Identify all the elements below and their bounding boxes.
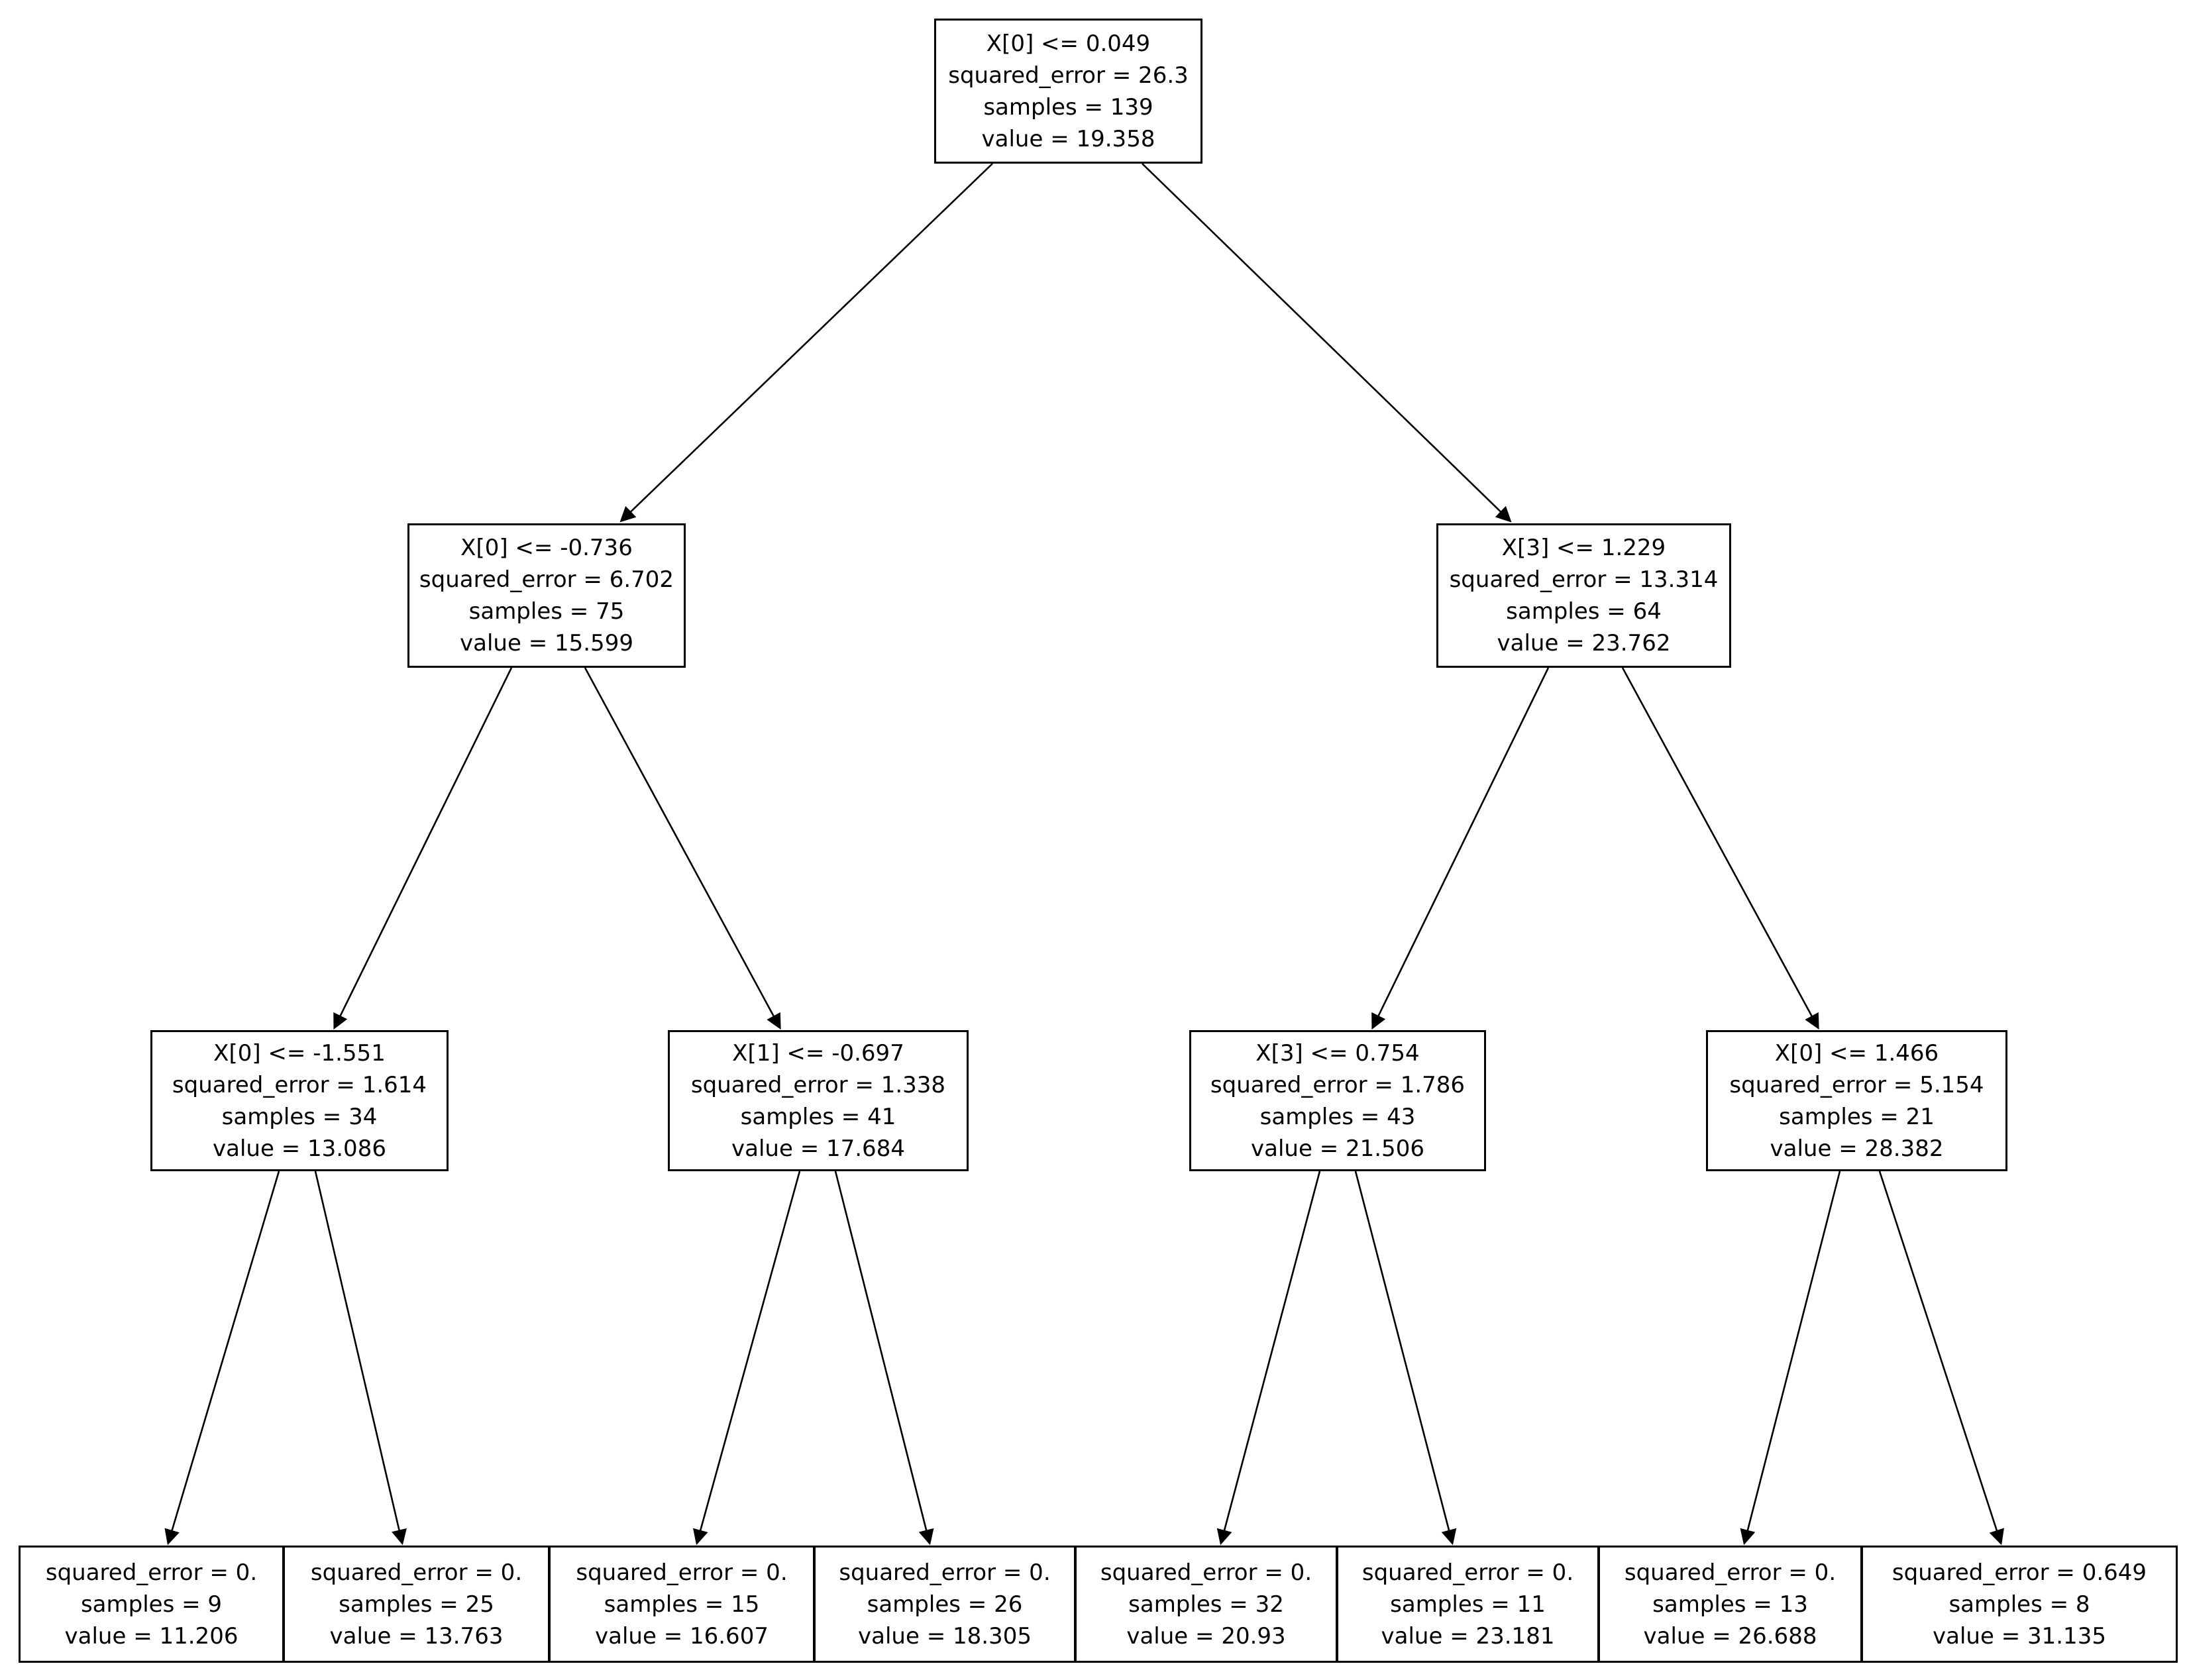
node-value: value = 13.763: [329, 1622, 504, 1650]
node-squared-error: squared_error = 0.: [1361, 1559, 1574, 1586]
node-condition: X[3] <= 1.229: [1501, 535, 1666, 561]
node-value: value = 18.305: [858, 1622, 1032, 1650]
node-squared-error: squared_error = 5.154: [1729, 1071, 1984, 1098]
node-squared-error: squared_error = 0.: [1100, 1559, 1312, 1586]
node-samples: samples = 64: [1506, 598, 1662, 625]
node-value: value = 11.206: [64, 1622, 239, 1650]
node-squared-error: squared_error = 26.3: [948, 62, 1189, 89]
tree-leaf-1: squared_error = 0. samples = 9 value = 1…: [19, 1546, 284, 1663]
node-samples: samples = 15: [604, 1591, 760, 1618]
node-value: value = 23.181: [1381, 1622, 1555, 1650]
node-samples: samples = 26: [867, 1591, 1023, 1618]
edge-d2n2-left: [693, 1171, 801, 1546]
tree-leaf-7: squared_error = 0. samples = 13 value = …: [1598, 1546, 1862, 1663]
node-value: value = 20.93: [1126, 1622, 1286, 1650]
node-condition: X[0] <= 0.049: [986, 30, 1151, 57]
edge-d2n2-right: [834, 1171, 934, 1546]
node-samples: samples = 25: [339, 1591, 494, 1618]
tree-node-depth2-2: X[1] <= -0.697 squared_error = 1.338 sam…: [668, 1030, 969, 1171]
node-value: value = 15.599: [460, 630, 633, 656]
node-condition: X[3] <= 0.754: [1255, 1039, 1420, 1067]
node-squared-error: squared_error = 0.: [839, 1559, 1051, 1586]
node-samples: samples = 9: [80, 1591, 223, 1618]
tree-node-depth2-3: X[3] <= 0.754 squared_error = 1.786 samp…: [1189, 1030, 1486, 1171]
node-samples: samples = 34: [221, 1103, 378, 1130]
node-condition: X[0] <= -1.551: [213, 1039, 386, 1067]
node-squared-error: squared_error = 1.614: [172, 1071, 427, 1098]
node-samples: samples = 41: [740, 1103, 896, 1130]
edge-d2n3-right: [1354, 1171, 1457, 1546]
node-samples: samples = 43: [1259, 1103, 1416, 1130]
node-value: value = 31.135: [1933, 1622, 2106, 1650]
node-squared-error: squared_error = 0.: [576, 1559, 788, 1586]
edge-d2n3-left: [1216, 1171, 1321, 1546]
node-samples: samples = 139: [983, 93, 1153, 121]
node-value: value = 17.684: [731, 1135, 905, 1162]
edge-d1r-left: [1371, 667, 1550, 1030]
node-samples: samples = 11: [1390, 1591, 1546, 1618]
node-squared-error: squared_error = 0.: [1624, 1559, 1837, 1586]
edge-d2n1-left: [164, 1171, 280, 1546]
tree-leaf-8: squared_error = 0.649 samples = 8 value …: [1861, 1546, 2178, 1663]
node-squared-error: squared_error = 0.: [310, 1559, 523, 1586]
tree-node-root: X[0] <= 0.049 squared_error = 26.3 sampl…: [934, 19, 1202, 164]
node-samples: samples = 21: [1779, 1103, 1935, 1130]
node-value: value = 26.688: [1643, 1622, 1817, 1650]
node-samples: samples = 75: [468, 598, 625, 625]
node-value: value = 21.506: [1251, 1135, 1424, 1162]
node-squared-error: squared_error = 13.314: [1449, 566, 1719, 593]
node-value: value = 19.358: [981, 125, 1155, 152]
node-condition: X[0] <= 1.466: [1774, 1039, 1939, 1067]
tree-leaf-2: squared_error = 0. samples = 25 value = …: [283, 1546, 550, 1663]
node-value: value = 28.382: [1770, 1135, 1944, 1162]
node-squared-error: squared_error = 1.786: [1210, 1071, 1466, 1098]
edge-root-right: [1142, 163, 1512, 523]
node-squared-error: squared_error = 0.: [45, 1559, 258, 1586]
node-condition: X[1] <= -0.697: [732, 1039, 904, 1067]
tree-node-depth2-1: X[0] <= -1.551 squared_error = 1.614 sam…: [150, 1030, 449, 1171]
edge-d1r-right: [1621, 667, 1819, 1030]
node-value: value = 23.762: [1497, 630, 1671, 656]
node-condition: X[0] <= -0.736: [460, 535, 633, 561]
node-squared-error: squared_error = 0.649: [1892, 1559, 2147, 1586]
node-squared-error: squared_error = 1.338: [690, 1071, 946, 1098]
node-value: value = 13.086: [213, 1135, 386, 1162]
tree-leaf-6: squared_error = 0. samples = 11 value = …: [1336, 1546, 1599, 1663]
tree-node-depth2-4: X[0] <= 1.466 squared_error = 5.154 samp…: [1706, 1030, 2007, 1171]
tree-leaf-4: squared_error = 0. samples = 26 value = …: [814, 1546, 1076, 1663]
node-value: value = 16.607: [595, 1622, 769, 1650]
edge-d2n4-right: [1878, 1171, 2004, 1546]
tree-node-depth1-right: X[3] <= 1.229 squared_error = 13.314 sam…: [1436, 523, 1731, 668]
node-samples: samples = 8: [1948, 1591, 2090, 1618]
edge-d2n1-right: [314, 1171, 407, 1546]
edge-d2n4-left: [1740, 1171, 1841, 1546]
node-samples: samples = 32: [1128, 1591, 1284, 1618]
edge-d1l-left: [333, 667, 513, 1030]
tree-node-depth1-left: X[0] <= -0.736 squared_error = 6.702 sam…: [407, 523, 686, 668]
edge-root-left: [619, 163, 993, 523]
tree-leaf-3: squared_error = 0. samples = 15 value = …: [549, 1546, 815, 1663]
tree-leaf-5: squared_error = 0. samples = 32 value = …: [1075, 1546, 1338, 1663]
edge-d1l-right: [584, 667, 781, 1030]
node-samples: samples = 13: [1652, 1591, 1808, 1618]
node-squared-error: squared_error = 6.702: [419, 566, 674, 593]
